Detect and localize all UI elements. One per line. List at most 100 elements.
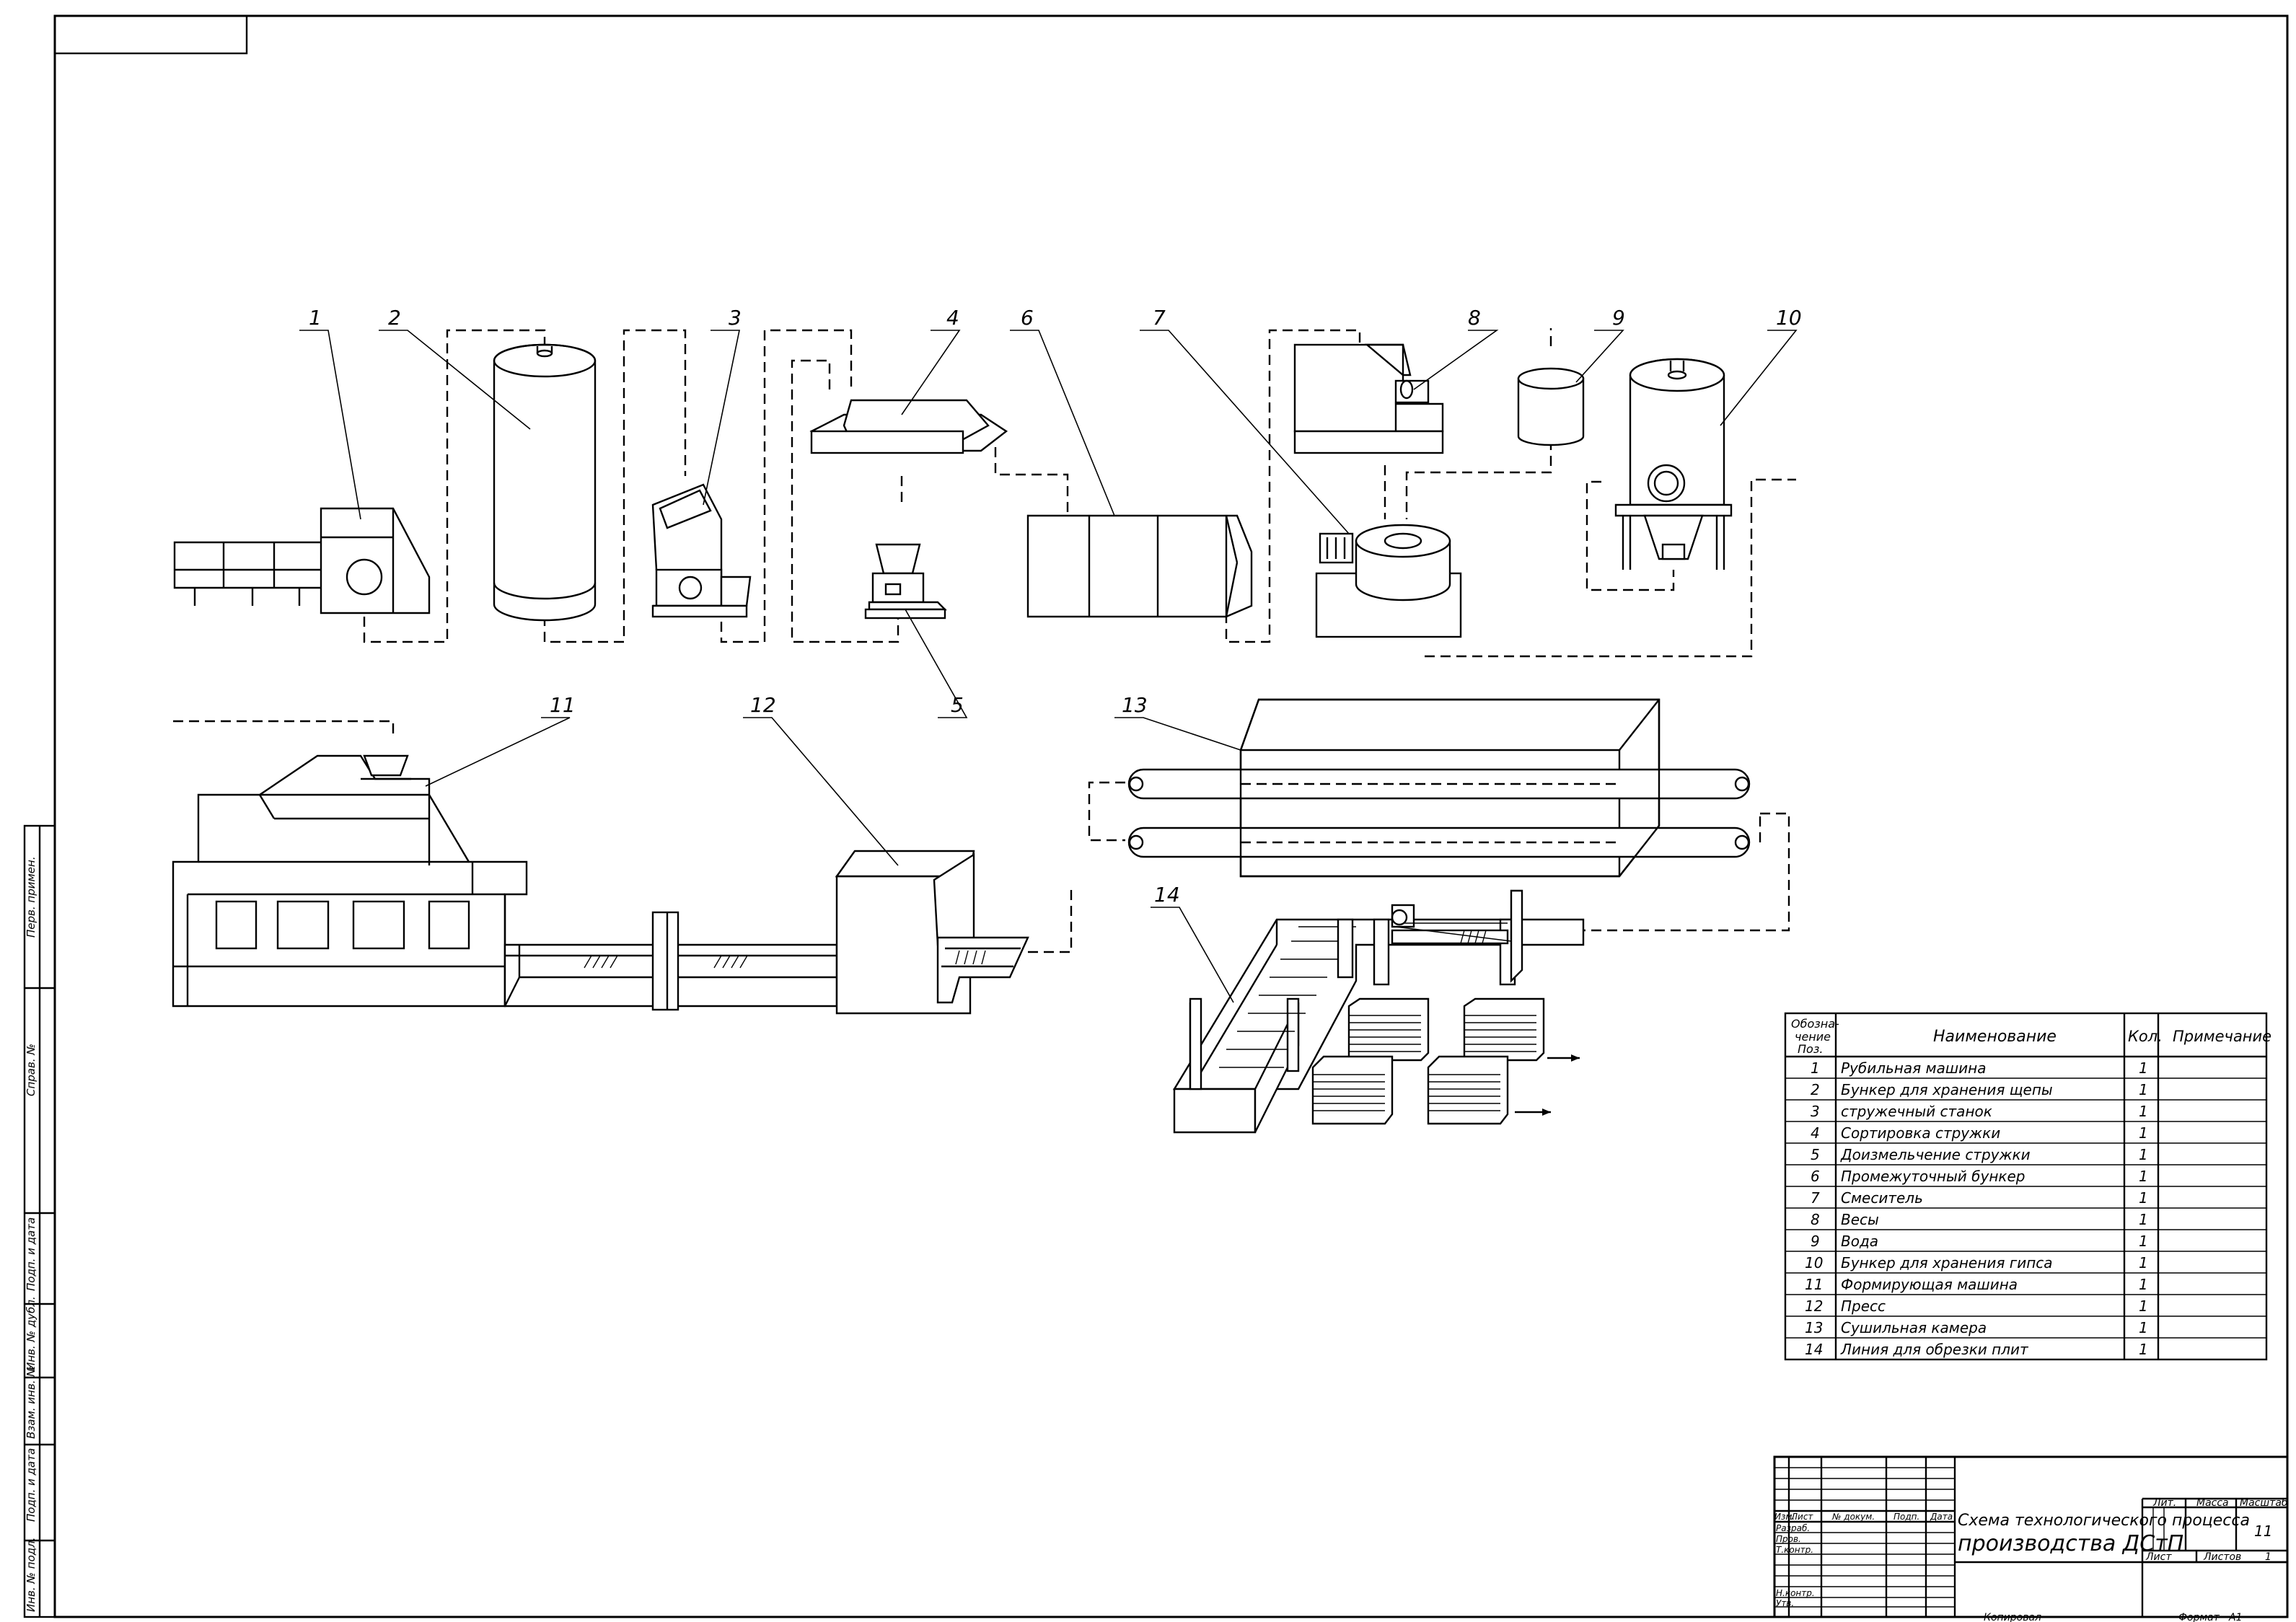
equipment-11-forming-machine — [172, 754, 528, 1008]
tb-format: Формат — [2178, 1612, 2220, 1622]
tb-date: Дата — [1930, 1512, 1953, 1522]
spec-row-9-pos: 9 — [1811, 1233, 1820, 1250]
spec-row-2-name: Бункер для хранения щепы — [1841, 1081, 2053, 1098]
spec-row-11-pos: 11 — [1805, 1276, 1823, 1293]
spec-row-6-qty: 1 — [2139, 1168, 2148, 1185]
spec-row-5-qty: 1 — [2139, 1146, 2148, 1163]
equipment-2-chip-silo — [493, 343, 597, 622]
spec-row-4-pos: 4 — [1811, 1124, 1820, 1142]
sheet-frame — [53, 14, 2289, 1618]
spec-row-3-name: стружечный станок — [1841, 1103, 1992, 1120]
equipment-14-trimming-line — [1172, 889, 1585, 1134]
tb-list-col: Лист — [1790, 1512, 1813, 1522]
board-stack-4 — [1427, 1055, 1509, 1125]
spec-row-3-pos: 3 — [1811, 1103, 1820, 1120]
spec-row-7-name: Смеситель — [1841, 1189, 1923, 1207]
spec-row-11-name: Формирующая машина — [1841, 1276, 2018, 1293]
spec-row-7-qty: 1 — [2139, 1189, 2148, 1207]
tb-izm: Изм. — [1774, 1512, 1795, 1522]
tb-sheets: Листов — [2203, 1551, 2241, 1563]
trimming-rollers — [1219, 926, 1356, 1068]
title-block: Изм. Лист № докум. Подп. Дата Разраб. Пр… — [1773, 1455, 2289, 1622]
spec-row-14-pos: 14 — [1805, 1341, 1823, 1358]
spec-header-designation-2: чение — [1795, 1030, 1831, 1044]
spec-row-2-pos: 2 — [1811, 1081, 1820, 1098]
spec-header-name: Наименование — [1933, 1028, 2057, 1046]
drawing-title-line1: Схема технологического процесса — [1958, 1512, 2250, 1530]
spec-row-13-name: Сушильная камера — [1841, 1319, 1987, 1336]
tb-prov: Пров. — [1776, 1534, 1801, 1544]
equipment-8-scales — [1293, 343, 1444, 454]
spec-row-10-pos: 10 — [1805, 1254, 1823, 1271]
equipment-5-chip-regrinding — [864, 543, 947, 620]
pos-label-4: 4 — [946, 306, 959, 330]
spec-row-9-qty: 1 — [2139, 1233, 2148, 1250]
tb-scale-value: 11 — [2254, 1522, 2272, 1540]
board-stack-3 — [1311, 1055, 1394, 1125]
equipment-12-press — [503, 850, 1029, 1015]
spec-rows: 1 Рубильная машина 1 2 Бункер для хранен… — [1805, 1059, 2148, 1358]
spec-row-14-qty: 1 — [2139, 1341, 2148, 1358]
spec-row-6-pos: 6 — [1811, 1168, 1820, 1185]
specification-table: Обозна- чение Поз. Наименование Кол. При… — [1784, 1012, 2271, 1361]
spec-row-2-qty: 1 — [2139, 1081, 2148, 1098]
pos-label-11: 11 — [550, 693, 576, 717]
stamp-inv-podl: Инв. № подл. — [25, 1538, 38, 1612]
spec-row-7-pos: 7 — [1811, 1189, 1820, 1207]
stamp-sprav: Справ. № — [25, 1044, 38, 1096]
equipment-13-drying-chamber — [1127, 698, 1751, 878]
tb-sheets-value: 1 — [2265, 1551, 2271, 1563]
material-flow-lines — [173, 328, 1796, 953]
spec-row-8-pos: 8 — [1811, 1211, 1820, 1228]
pos-label-8: 8 — [1468, 306, 1481, 330]
spec-row-11-qty: 1 — [2139, 1276, 2148, 1293]
tb-sign: Подп. — [1893, 1512, 1919, 1522]
drying-conveyor-lower — [1127, 827, 1751, 858]
pos-label-5: 5 — [951, 693, 964, 717]
stamp-podp-data-1: Подп. и дата — [25, 1217, 38, 1291]
board-stacks — [1311, 997, 1580, 1125]
equipment-7-mixer — [1315, 524, 1462, 638]
pos-label-9: 9 — [1612, 306, 1625, 330]
spec-header-designation-1: Обозна- — [1791, 1017, 1839, 1031]
spec-row-1-name: Рубильная машина — [1841, 1059, 1987, 1077]
spec-row-12-pos: 12 — [1805, 1297, 1823, 1315]
spec-header-designation-3: Поз. — [1798, 1042, 1823, 1056]
tb-lit: Лит. — [2152, 1497, 2176, 1509]
tb-format-value: А1 — [2228, 1612, 2242, 1622]
spec-row-5-pos: 5 — [1811, 1146, 1820, 1163]
position-leaders — [299, 330, 1798, 1003]
spec-row-4-qty: 1 — [2139, 1124, 2148, 1142]
pos-label-3: 3 — [729, 306, 742, 330]
stamp-inv-dubl: Инв. № дубл. — [25, 1296, 38, 1370]
spec-row-3-qty: 1 — [2139, 1103, 2148, 1120]
pos-label-7: 7 — [1153, 306, 1166, 330]
spec-row-13-pos: 13 — [1805, 1319, 1823, 1336]
spec-row-4-name: Сортировка стружки — [1841, 1124, 2000, 1142]
spec-row-5-name: Доизмельчение стружки — [1840, 1146, 2031, 1163]
spec-row-6-name: Промежуточный бункер — [1841, 1168, 2025, 1185]
spec-row-8-name: Весы — [1841, 1211, 1879, 1228]
tb-copied: Копировал — [1984, 1612, 2041, 1622]
pos-label-1: 1 — [309, 306, 322, 330]
drawing-title-line2: производства ДСтП — [1958, 1531, 2183, 1556]
press-conveyor-slats — [584, 955, 748, 969]
pos-label-6: 6 — [1021, 306, 1034, 330]
equipment-10-gypsum-bunker — [1614, 358, 1733, 570]
tb-mass: Масса — [2196, 1497, 2229, 1509]
spec-header-note: Примечание — [2173, 1028, 2271, 1045]
spec-row-13-qty: 1 — [2139, 1319, 2148, 1336]
stamp-podp-data-2: Подп. и дата — [25, 1448, 38, 1522]
tb-doc: № докум. — [1831, 1512, 1875, 1522]
pos-label-12: 12 — [750, 693, 776, 717]
board-stack-2 — [1463, 997, 1545, 1062]
tb-sheet: Лист — [2145, 1551, 2172, 1563]
tb-nkontr: Н.контр. — [1776, 1588, 1815, 1598]
pos-label-13: 13 — [1122, 693, 1148, 717]
pos-label-10: 10 — [1776, 306, 1802, 330]
spec-row-8-qty: 1 — [2139, 1211, 2148, 1228]
equipment-1-chipper — [173, 507, 431, 614]
equipment-6-intermediate-bunker — [1026, 514, 1253, 618]
pos-label-14: 14 — [1154, 883, 1180, 907]
